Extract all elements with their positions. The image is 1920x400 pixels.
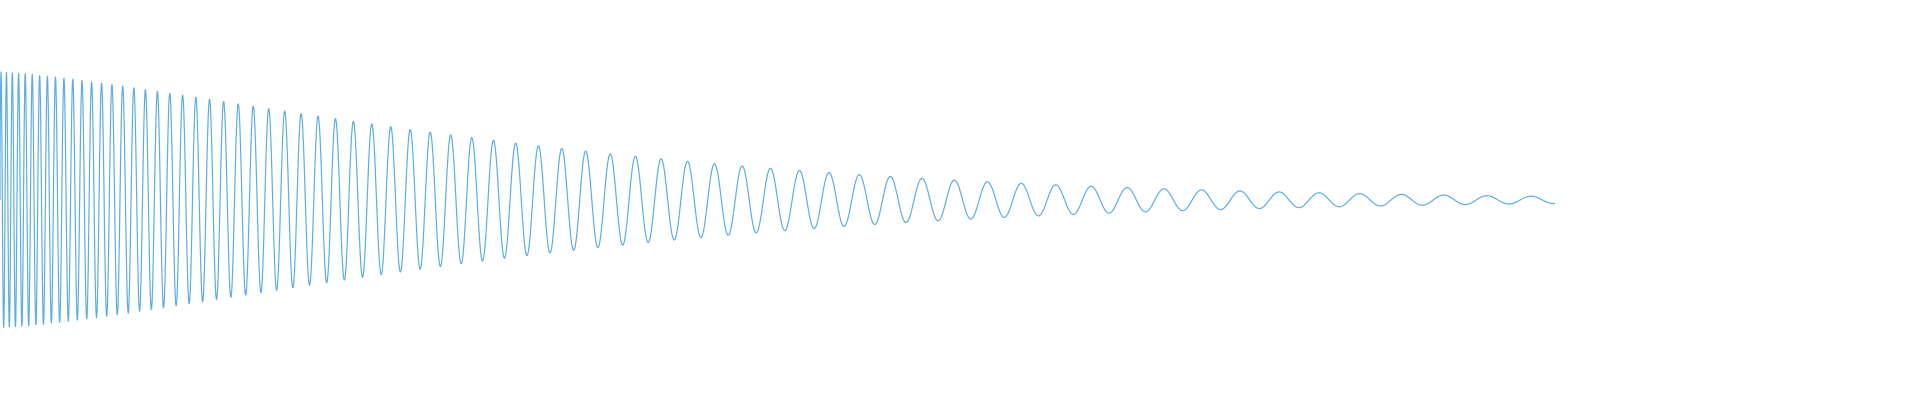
waveform-path [0, 71, 1556, 329]
